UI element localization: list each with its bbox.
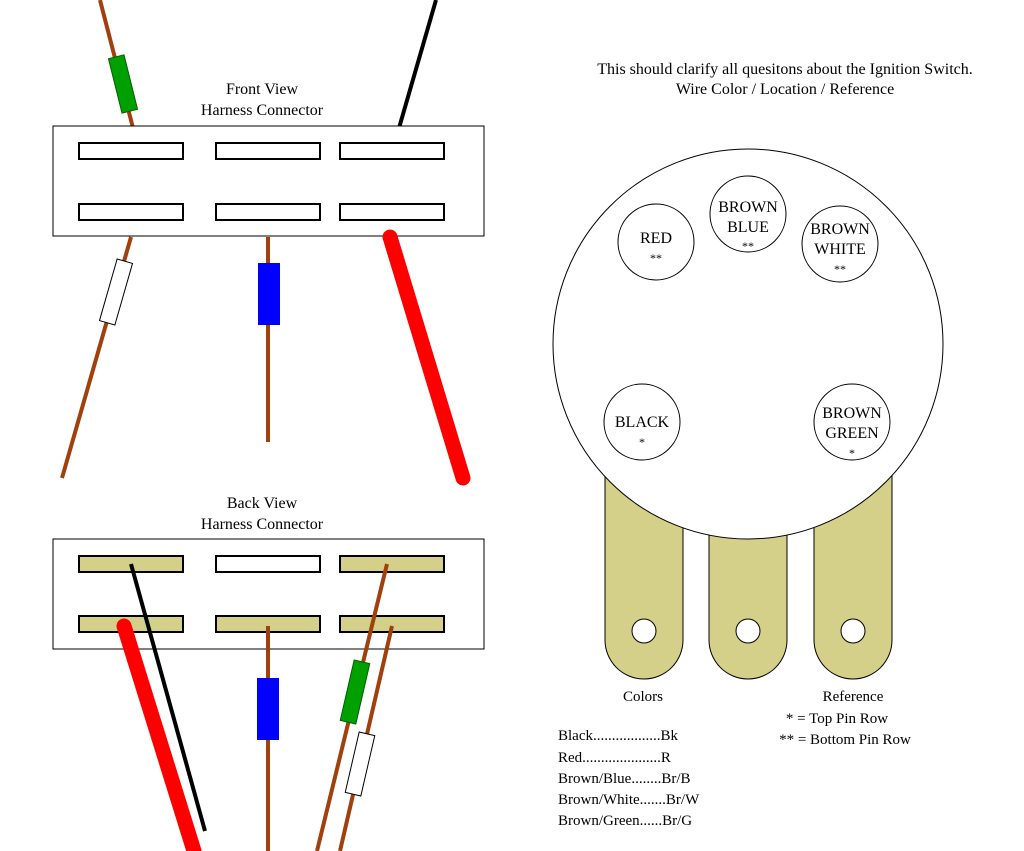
reference-legend-item: * = Top Pin Row [786,711,888,727]
back-slot-top-3 [339,555,445,573]
svg-text:GREEN: GREEN [825,425,879,442]
colors-legend: Colors Black..................Bk Red....… [558,689,700,829]
front-slot-top-3 [339,142,445,160]
terminal-black: BLACK * [603,383,681,461]
front-green-tag [107,54,139,114]
svg-text:BROWN: BROWN [718,199,778,216]
svg-text:WHITE: WHITE [814,241,866,258]
svg-text:BROWN: BROWN [810,221,870,238]
front-slot-bottom-3 [339,203,445,221]
svg-text:**: ** [834,262,846,276]
front-red-wire [382,229,471,486]
reference-legend-item: ** = Bottom Pin Row [779,732,911,748]
colors-legend-title: Colors [623,689,663,705]
switch-tab-left [604,469,684,680]
terminal-brown-white: BROWN WHITE ** [801,205,879,283]
colors-legend-item: Black..................Bk [558,728,678,744]
svg-text:**: ** [742,239,754,253]
svg-text:**: ** [650,251,662,265]
back-view-title: Back View [227,495,298,512]
front-slot-top-1 [78,142,184,160]
header-line-1: This should clarify all quesitons about … [597,61,973,78]
colors-legend-item: Brown/Green......Br/G [558,813,692,829]
svg-text:*: * [849,446,855,460]
front-white-tag [98,258,134,326]
front-slot-bottom-1 [78,203,184,221]
svg-text:*: * [639,435,645,449]
terminal-red: RED ** [617,203,695,281]
front-view-subtitle: Harness Connector [201,102,324,119]
header-line-2: Wire Color / Location / Reference [676,81,894,98]
back-red-wire [116,618,202,851]
back-slot-top-2 [215,555,321,573]
front-view-title: Front View [226,81,299,98]
front-black-wire-top [397,0,438,129]
switch-tab-hole-right [840,618,866,644]
back-white-tag [344,731,376,797]
back-view-subtitle: Harness Connector [201,516,324,533]
svg-text:BROWN: BROWN [822,405,882,422]
terminal-brown-green: BROWN GREEN * [813,383,891,461]
front-slot-top-2 [215,142,321,160]
svg-text:BLUE: BLUE [727,219,769,236]
back-black-wire [129,563,207,832]
svg-text:BLACK: BLACK [615,414,670,431]
colors-legend-item: Brown/Blue........Br/B [558,771,691,787]
terminal-brown-blue: BROWN BLUE ** [709,175,787,253]
reference-legend: Reference * = Top Pin Row ** = Bottom Pi… [779,689,911,748]
switch-tab-hole-left [631,618,657,644]
switch-tab-right [813,469,893,680]
back-view-section: Back View Harness Connector [52,495,485,851]
colors-legend-item: Red.....................R [558,750,671,766]
front-view-section: Front View Harness Connector [52,0,485,486]
back-green-tag [339,659,371,725]
switch-tab-hole-middle [735,618,761,644]
svg-text:RED: RED [640,230,672,247]
ignition-switch: RED ** BROWN BLUE ** BROWN WHITE ** BLAC… [552,148,944,680]
reference-legend-title: Reference [823,689,884,705]
colors-legend-item: Brown/White.......Br/W [558,792,700,808]
back-blue-tag [257,678,279,740]
front-slot-bottom-2 [215,203,321,221]
front-blue-tag [258,263,280,325]
